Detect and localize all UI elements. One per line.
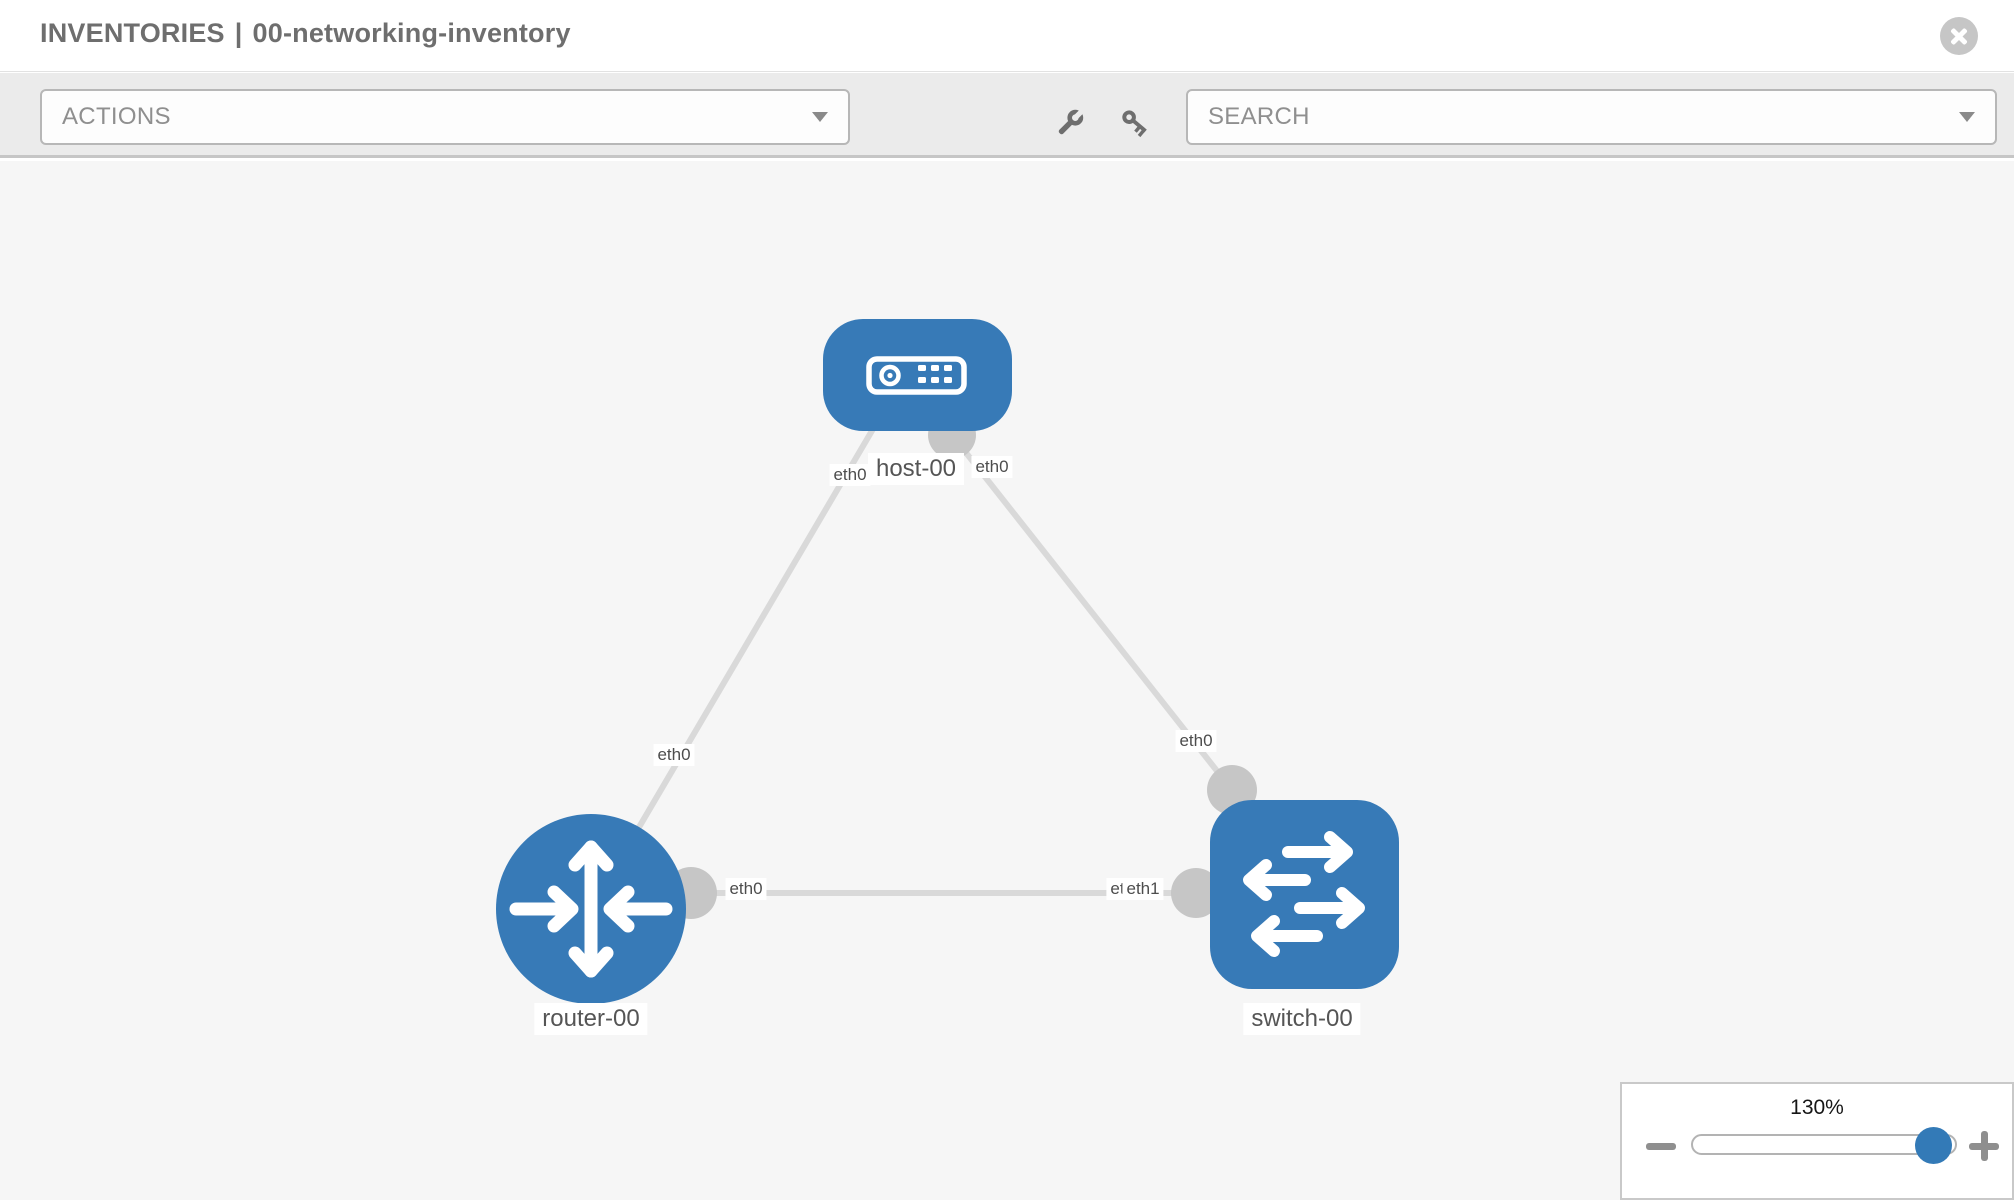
- inventory-name: 00-networking-inventory: [252, 18, 571, 48]
- zoom-out-button[interactable]: [1644, 1138, 1678, 1154]
- port-label-host-eth0-left: eth0: [829, 464, 871, 486]
- node-label-switch: switch-00: [1243, 1003, 1361, 1035]
- zoom-in-button[interactable]: [1966, 1128, 2002, 1164]
- toolbar: ACTIONS SEARCH: [0, 73, 2014, 158]
- breadcrumb-separator: |: [234, 18, 243, 48]
- node-router-00[interactable]: [496, 814, 686, 1004]
- plus-icon: [1980, 1131, 1988, 1161]
- actions-dropdown-label: ACTIONS: [62, 103, 171, 130]
- zoom-slider-track[interactable]: [1691, 1127, 1957, 1164]
- breadcrumb-section: INVENTORIES: [40, 18, 225, 48]
- node-label-router: router-00: [534, 1003, 648, 1035]
- node-label-host: host-00: [867, 453, 965, 485]
- host-icon: [866, 356, 967, 395]
- node-host-00[interactable]: [823, 319, 1012, 431]
- page-title: INVENTORIES | 00-networking-inventory: [40, 18, 571, 49]
- switch-icon: [1243, 831, 1365, 957]
- router-icon: [509, 840, 673, 978]
- close-button[interactable]: [1940, 17, 1978, 55]
- minus-icon: [1646, 1143, 1676, 1150]
- wrench-icon: [1058, 109, 1084, 135]
- port-label-switch-eth1-overlapping: eth1 eth1: [1106, 878, 1164, 900]
- port-switch-eth1[interactable]: [1171, 868, 1221, 918]
- node-switch-00[interactable]: [1210, 800, 1399, 989]
- credentials-button[interactable]: [1116, 103, 1156, 143]
- zoom-slider-knob[interactable]: [1915, 1127, 1952, 1164]
- port-label-router-eth0-mid: eth0: [725, 878, 767, 900]
- port-label-switch-eth1: eth1: [1122, 878, 1164, 900]
- search-placeholder: SEARCH: [1208, 103, 1310, 130]
- port-label-switch-eth0-top: eth0: [1175, 730, 1217, 752]
- actions-dropdown[interactable]: ACTIONS: [40, 89, 850, 145]
- port-label-router-eth0-top: eth0: [653, 744, 695, 766]
- key-icon: [1122, 110, 1147, 138]
- chevron-down-icon: [812, 112, 828, 122]
- zoom-level-value: 130%: [1790, 1096, 1844, 1119]
- topology-canvas[interactable]: host-00 router-00 switch-00 eth0 eth0 et…: [0, 161, 2014, 1200]
- header: INVENTORIES | 00-networking-inventory: [0, 0, 2014, 72]
- topology-graph: [496, 319, 1399, 1004]
- port-label-host-eth0-right: eth0: [971, 456, 1013, 478]
- zoom-control-panel: 130%: [1620, 1082, 2014, 1200]
- search-dropdown[interactable]: SEARCH: [1186, 89, 1997, 145]
- chevron-down-icon: [1959, 112, 1975, 122]
- configure-tools-button[interactable]: [1050, 103, 1090, 143]
